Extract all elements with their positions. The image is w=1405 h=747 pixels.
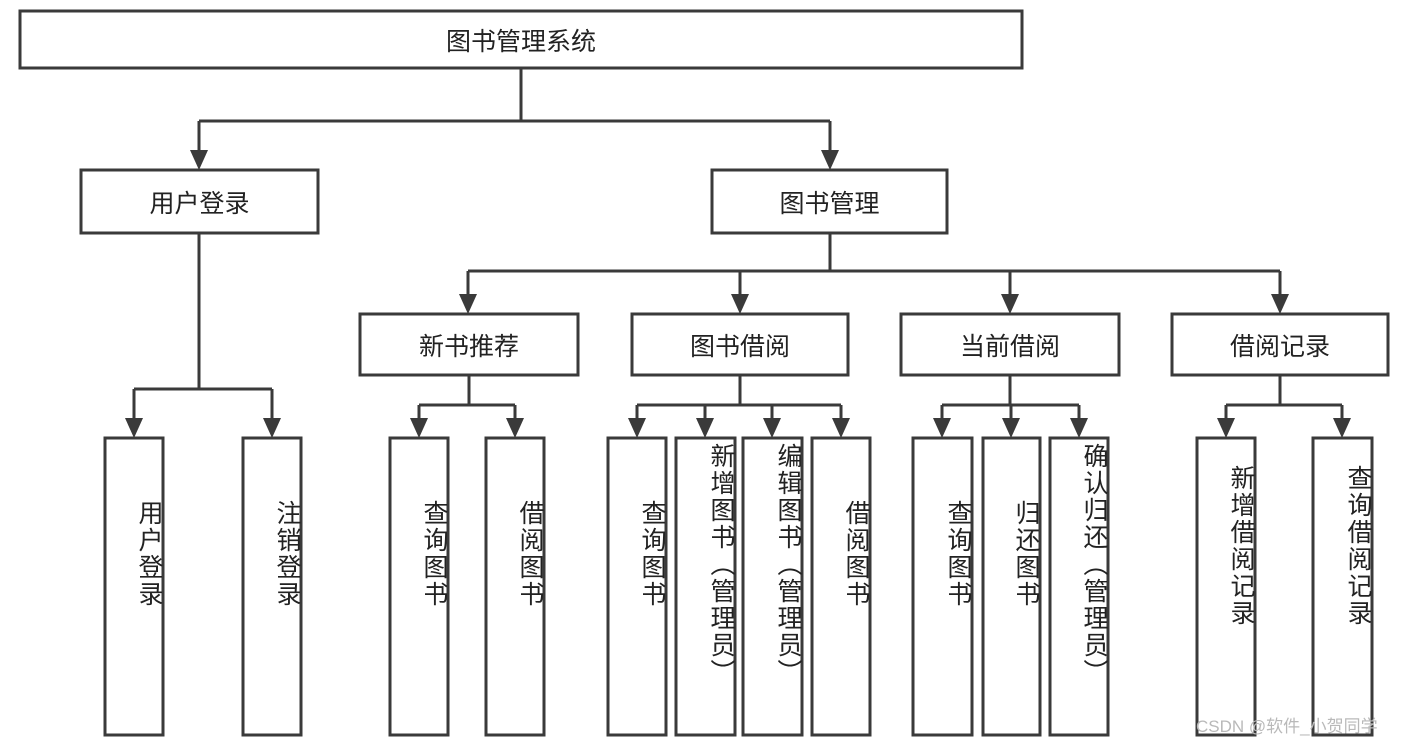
arrowhead-user-logout: [263, 418, 281, 438]
arrowhead-add-book-admin: [696, 418, 714, 438]
arrowhead-query-book-3: [933, 418, 951, 438]
node-box-book-manage[interactable]: [710, 168, 949, 235]
arrowhead-current-borrow: [1001, 294, 1019, 314]
node-box-query-book-1[interactable]: [388, 436, 450, 737]
node-box-book-borrow[interactable]: [630, 312, 850, 377]
node-box-query-book-2[interactable]: [606, 436, 668, 737]
node-box-new-book-recommend[interactable]: [358, 312, 580, 377]
arrowhead-query-book-2: [628, 418, 646, 438]
node-box-borrow-book-2[interactable]: [810, 436, 872, 737]
node-box-query-borrow-record[interactable]: [1311, 436, 1374, 737]
node-box-confirm-return-admin[interactable]: [1048, 436, 1110, 737]
node-box-user-login[interactable]: [79, 168, 320, 235]
node-box-add-book-admin[interactable]: [674, 436, 737, 737]
connector-book-borrow-to-leaves: [635, 375, 843, 420]
node-box-current-borrow[interactable]: [899, 312, 1121, 377]
node-box-root[interactable]: [18, 9, 1024, 70]
arrowhead-book-manage: [821, 150, 839, 170]
node-box-user-logout[interactable]: [241, 436, 303, 737]
node-box-borrow-record[interactable]: [1170, 312, 1390, 377]
arrowhead-confirm-return-admin: [1070, 418, 1088, 438]
connector-user-login-to-leaves: [132, 233, 274, 420]
node-box-borrow-book-1[interactable]: [484, 436, 546, 737]
connector-book-manage-to-level3: [466, 233, 1282, 296]
arrowhead-borrow-record: [1271, 294, 1289, 314]
arrowhead-borrow-book-1: [506, 418, 524, 438]
node-box-add-borrow-record[interactable]: [1195, 436, 1257, 737]
arrowhead-new-book-recommend: [459, 294, 477, 314]
arrowhead-return-book: [1002, 418, 1020, 438]
node-box-return-book[interactable]: [981, 436, 1042, 737]
connector-root-to-level2: [197, 68, 832, 152]
connector-current-borrow-to-leaves: [940, 375, 1081, 420]
node-box-user-login-do[interactable]: [103, 436, 165, 737]
arrowhead-query-borrow-record: [1333, 418, 1351, 438]
node-box-edit-book-admin[interactable]: [741, 436, 804, 737]
node-box-query-book-3[interactable]: [911, 436, 974, 737]
arrowhead-edit-book-admin: [763, 418, 781, 438]
arrowhead-query-book-1: [410, 418, 428, 438]
arrowhead-user-login: [190, 150, 208, 170]
connector-borrow-record-to-leaves: [1224, 375, 1344, 420]
connector-new-book-recommend-to-leaves: [417, 375, 517, 420]
arrowhead-user-login-do: [125, 418, 143, 438]
arrowhead-add-borrow-record: [1217, 418, 1235, 438]
arrowhead-borrow-book-2: [832, 418, 850, 438]
arrowhead-book-borrow: [731, 294, 749, 314]
